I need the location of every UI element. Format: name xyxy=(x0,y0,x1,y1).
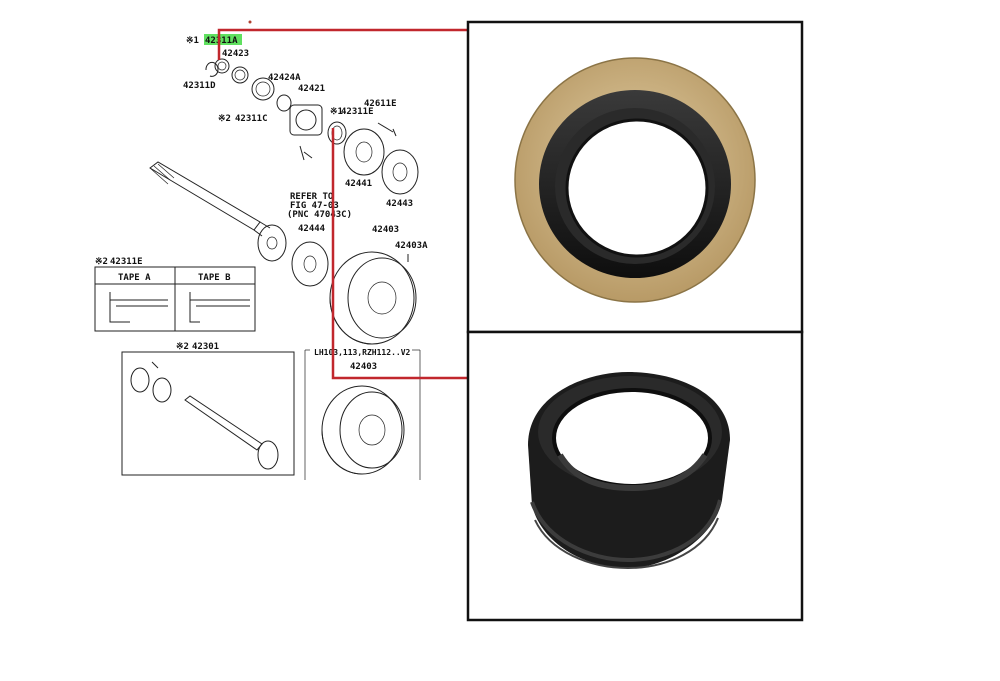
tape-a-label: TAPE A xyxy=(118,273,151,283)
callout-line-top xyxy=(217,28,468,60)
tape-detail-panel: ※2 42311E TAPE A TAPE B xyxy=(94,257,256,332)
star1-mark: ※1 xyxy=(186,36,199,46)
part-label-42403-b[interactable]: 42403 xyxy=(350,362,377,372)
model-note: LH103,113,RZH112..V2 xyxy=(314,348,411,357)
plate-42443-drawing xyxy=(381,149,419,195)
exploded-diagram-lower: ※2 42301 LH103,113,RZH112..V2 42403 xyxy=(121,342,421,480)
part-label-42301[interactable]: 42301 xyxy=(192,342,219,352)
star2-mark-d: ※2 xyxy=(176,342,189,352)
tape-b-label: TAPE B xyxy=(198,273,231,283)
part-label-42311e[interactable]: 42311E xyxy=(341,107,374,117)
part-label-42311d[interactable]: 42311D xyxy=(183,81,216,91)
part-label-42611e[interactable]: 42611E xyxy=(364,99,397,109)
star1-mark-b: ※1 xyxy=(330,107,343,117)
seal-42311a-drawing xyxy=(214,58,230,74)
seal-42311e-drawing xyxy=(327,121,347,145)
refer-line-2: FIG 47-03 xyxy=(290,201,339,211)
part-label-42403[interactable]: 42403 xyxy=(372,225,399,235)
part-label-42311a[interactable]: 42311A xyxy=(205,36,238,46)
part-label-42423[interactable]: 42423 xyxy=(222,49,249,59)
callout-line-bottom xyxy=(331,128,468,380)
plate-42444-drawing xyxy=(291,241,329,287)
part-label-42311c[interactable]: 42311C xyxy=(235,114,268,124)
part-label-42444[interactable]: 42444 xyxy=(298,224,326,234)
part-label-42441[interactable]: 42441 xyxy=(345,179,372,189)
snap-ring-drawing xyxy=(205,61,219,77)
brake-drum-drawing-upper xyxy=(329,251,417,345)
star2-mark-c: ※2 xyxy=(95,257,108,267)
axle-shaft-drawing xyxy=(149,161,287,262)
dust-seal-icon xyxy=(528,372,730,570)
oring-42421-drawing xyxy=(276,94,292,112)
brake-drum-drawing-lower xyxy=(321,385,405,475)
refer-line-3: (PNC 47043C) xyxy=(287,210,352,220)
retainer-42424a-drawing xyxy=(251,77,275,101)
exploded-diagram-upper: ※1 42311A 42423 42311D 42424A 42421 ※2 4… xyxy=(149,34,428,345)
photo-frame-bottom xyxy=(466,330,804,622)
callout-lines xyxy=(217,20,468,380)
part-label-42311e-b[interactable]: 42311E xyxy=(110,257,143,267)
part-label-42424a[interactable]: 42424A xyxy=(268,73,301,83)
star2-mark: ※2 xyxy=(218,114,231,124)
refer-line-1: REFER TO xyxy=(290,192,334,202)
part-label-42421[interactable]: 42421 xyxy=(298,84,325,94)
oil-seal-icon xyxy=(514,57,756,303)
bearing-housing-drawing xyxy=(289,104,323,136)
part-label-42403a[interactable]: 42403A xyxy=(395,241,428,251)
part-label-42443[interactable]: 42443 xyxy=(386,199,413,209)
photo-frame-top xyxy=(466,20,804,334)
bearing-42423-drawing xyxy=(231,66,249,84)
highlight-box xyxy=(204,34,242,45)
hub-42441-drawing xyxy=(343,128,385,176)
